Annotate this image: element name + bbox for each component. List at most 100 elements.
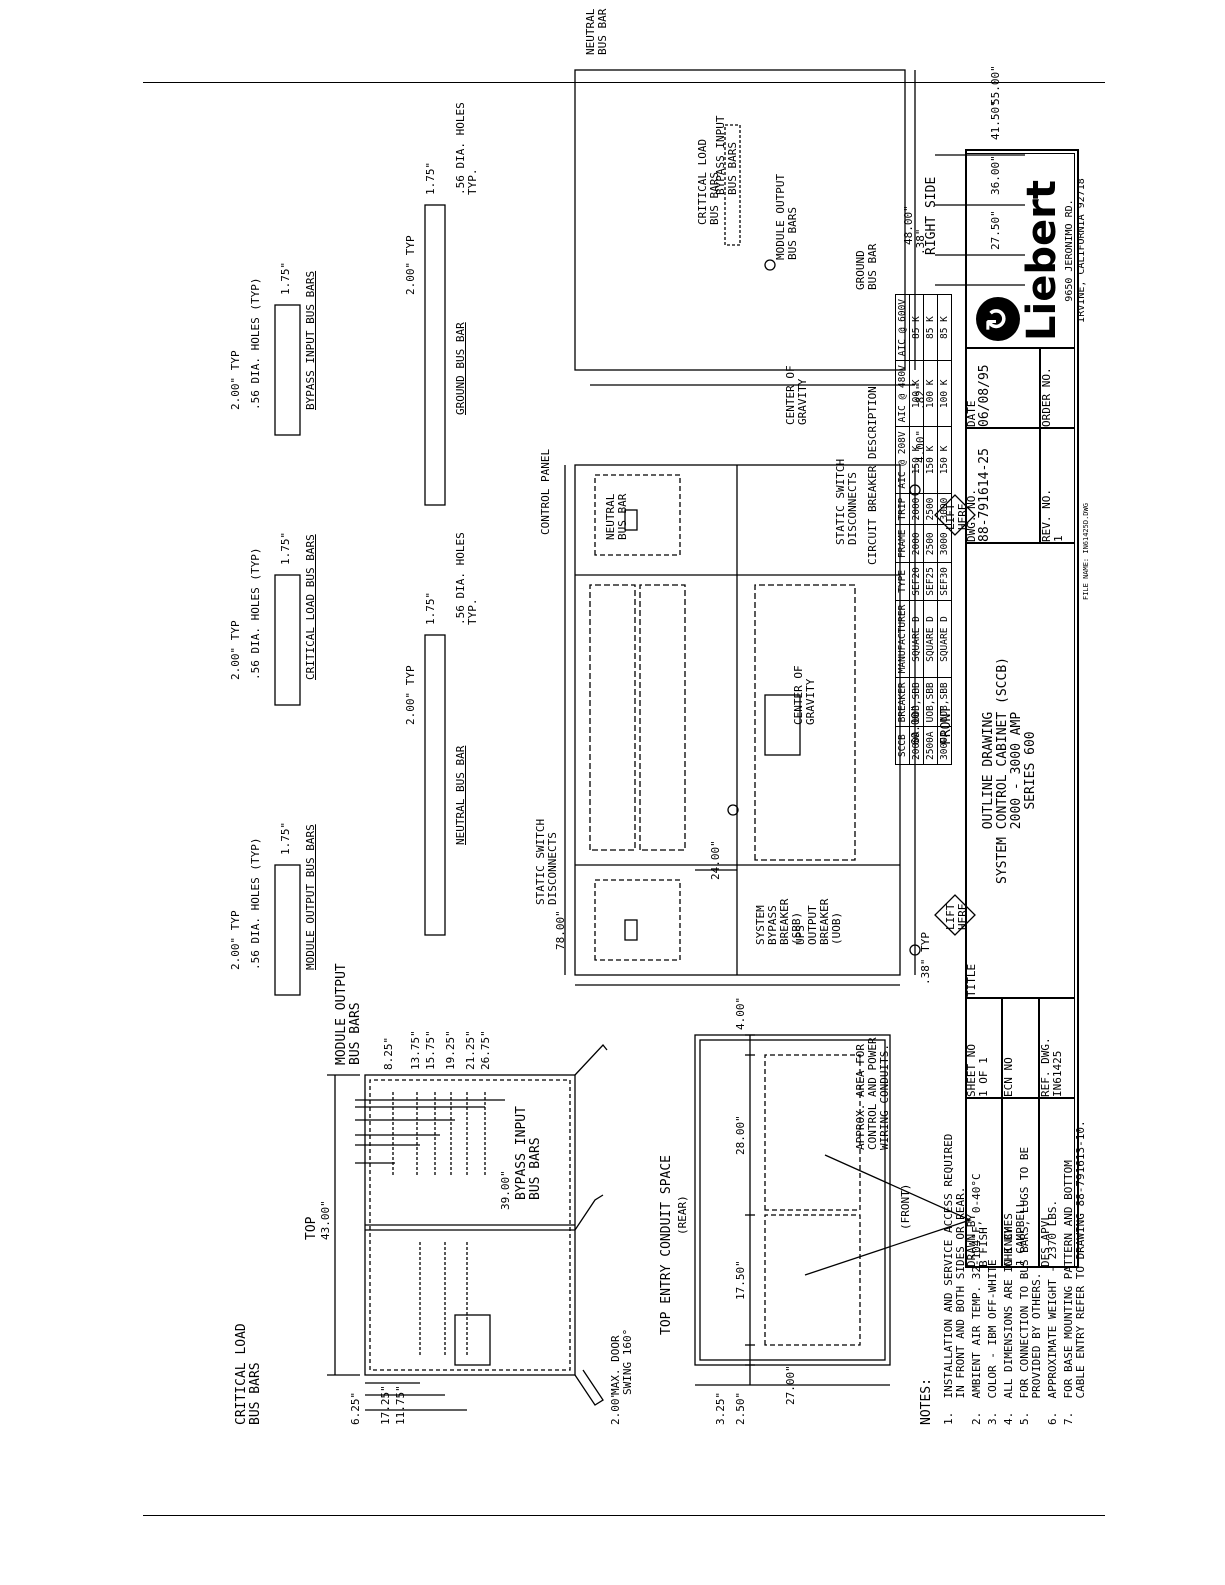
dim-11-75: 11.75" — [394, 1385, 407, 1425]
detail-ground-typ: 2.00" TYP — [404, 235, 417, 295]
conduit-front: (FRONT) — [899, 1183, 912, 1230]
th-trip: TRIP — [895, 493, 910, 525]
table-cell: SEF30 — [937, 562, 952, 601]
dim-6-25: 6.25" — [349, 1391, 362, 1425]
table-cell: 2500A — [923, 726, 938, 765]
th-type: TYPE — [895, 562, 910, 601]
des-label: DES APVL — [1039, 1214, 1052, 1267]
page-rule-bottom — [143, 1515, 1105, 1516]
detail-ground-w: 1.75" — [424, 161, 437, 195]
date-value: 06/08/95 — [977, 364, 992, 427]
cell-order: ORDER NO. — [1040, 348, 1075, 428]
dim-78-00: 78.00" — [554, 910, 567, 950]
detail-critical-load: CRITICAL LOAD BUS BARS — [304, 534, 317, 680]
detail-neutral-holes: .56 DIA. HOLES TYP. — [454, 532, 479, 625]
table-cell: UOB,SBB — [937, 677, 952, 727]
th-aic-208: AIC @ 208V — [895, 426, 910, 494]
dim-17-25: 17.25" — [379, 1385, 392, 1425]
table-cell: 150 K — [923, 426, 938, 494]
dim-4-00: 4.00" — [734, 996, 747, 1030]
table-cell: 3000 — [937, 524, 952, 563]
table-cell: SEF20 — [909, 562, 924, 601]
dim-19-25: 19.25" — [444, 1030, 457, 1070]
module-output-label: MODULE OUTPUT BUS BARS — [334, 963, 363, 1065]
order-label: ORDER NO. — [1040, 367, 1053, 427]
th-aic-600: AIC @ 600V — [895, 294, 910, 361]
company-name: Liebert — [1019, 180, 1065, 341]
conduit-area-label: APPROX. AREA FOR CONTROL AND POWER WIRIN… — [854, 1037, 891, 1150]
dim-21-25: 21.25" — [464, 1030, 477, 1070]
drawn-by-value: B FISH — [977, 1227, 990, 1267]
cell-drawn-by: DRAWN BY B FISH — [965, 1098, 1002, 1268]
rev-value: 1 — [1052, 535, 1065, 542]
breaker-table-wrap: CIRCUIT BREAKER DESCRIPTION SCCB BREAKER… — [866, 294, 952, 765]
detail-module-typ: 2.00" TYP — [229, 910, 242, 970]
dim-24-00: 24.00" — [709, 840, 722, 880]
uob-label: UPS OUTPUT BREAKER (UOB) — [794, 898, 843, 945]
detail-neutral-typ: 2.00" TYP — [404, 665, 417, 725]
table-cell: 85 K — [909, 294, 924, 361]
table-row: 2500A UOB,SBB SQUARE D SEF25 2500 2500 1… — [923, 294, 938, 765]
dim-2-00: 2.00" — [609, 1391, 622, 1425]
dim-48-00: 48.00" — [902, 205, 915, 245]
rs-neutral-bus: NEUTRAL BUS BAR — [584, 8, 609, 55]
dim-2-50: 2.50" — [734, 1391, 747, 1425]
table-cell: SQUARE D — [937, 600, 952, 678]
conduit-view-linework — [694, 1034, 972, 1386]
cell-des: DES APVL — [1039, 1098, 1075, 1268]
company-logo: ↻Liebert — [966, 154, 1065, 347]
bypass-input-label: BYPASS INPUT BUS BARS — [514, 1106, 543, 1200]
outline-drawing: TOP 43.00" 17.25" 11.75" 6.25" 2.00" 8.2… — [155, 5, 1087, 1425]
detail-ground: GROUND BUS BAR — [454, 322, 467, 415]
breaker-table: SCCB BREAKER MANUFACTURER TYPE FRAME TRI… — [895, 294, 952, 765]
table-cell: 85 K — [923, 294, 938, 361]
sheet-value: 1 OF 1 — [977, 1057, 990, 1097]
right-side-linework — [574, 69, 1025, 386]
table-cell: 150 K — [909, 426, 924, 494]
dwg-value: 88-791614-25 — [977, 448, 992, 542]
note-1: 1. INSTALLATION AND SERVICE ACCESS REQUI… — [942, 1133, 967, 1425]
front-center-gravity: CENTER OF GRAVITY — [792, 665, 817, 725]
dim-41-50: 41.50" — [989, 100, 1002, 140]
table-cell: 150 K — [937, 426, 952, 494]
th-aic-480: AIC @ 480V — [895, 360, 910, 427]
note-3: 3. COLOR - IBM OFF-WHITE — [986, 1259, 999, 1425]
notes-heading: NOTES: — [919, 1378, 934, 1425]
table-row: 2000A UOB,SBB SQUARE D SEF20 2000 2000 1… — [909, 294, 924, 765]
cell-date: DATE 06/08/95 — [965, 348, 1040, 428]
dim-27-00: 27.00" — [784, 1365, 797, 1405]
rs-critical-load: CRITICAL LOAD BUS BARS — [696, 138, 721, 225]
dim-17-50: 17.50" — [734, 1260, 747, 1300]
th-sccb: SCCB — [895, 726, 910, 765]
detail-critical-typ: 2.00" TYP — [229, 620, 242, 680]
table-cell: 2500 — [923, 524, 938, 563]
static-switch-1: STATIC SWITCH DISCONNECTS — [534, 818, 559, 905]
detail-module-output: MODULE OUTPUT BUS BARS — [304, 824, 317, 970]
table-cell: 100 K — [923, 360, 938, 427]
critical-load-label: CRITICAL LOAD BUS BARS — [234, 1323, 263, 1425]
table-cell: UOB,SBB — [909, 677, 924, 727]
chk-value: J CAMPBELL — [1014, 1200, 1027, 1267]
detail-module-holes: .56 DIA. HOLES (TYP) — [249, 837, 262, 970]
detail-neutral: NEUTRAL BUS BAR — [454, 745, 467, 845]
page-rule-top — [143, 82, 1105, 83]
table-cell: 85 K — [937, 294, 952, 361]
dim-26-75: 26.75" — [479, 1030, 492, 1070]
rs-center-gravity: CENTER OF GRAVITY — [784, 365, 809, 425]
title-block: DRAWN BY B FISH SHEET NO 1 OF 1 CHK BY J… — [965, 149, 1087, 1268]
dim-39-00: 39.00" — [499, 1170, 512, 1210]
th-breaker: BREAKER — [895, 677, 910, 727]
detail-neutral-w: 1.75" — [424, 591, 437, 625]
front-view-linework — [564, 464, 976, 986]
ecn-label: ECN NO — [1002, 1057, 1015, 1097]
table-cell: 2000 — [909, 524, 924, 563]
table-cell: 3000A — [937, 726, 952, 765]
cell-chk: CHK BY J CAMPBELL — [1002, 1098, 1039, 1268]
detail-bypass-w: 1.75" — [279, 261, 292, 295]
table-cell: 2000A — [909, 726, 924, 765]
cell-ref: REF. DWG. IN61425 — [1039, 998, 1075, 1098]
table-cell: 3000 — [937, 493, 952, 525]
detail-critical-w: 1.75" — [279, 531, 292, 565]
rs-module-output: MODULE OUTPUT BUS BARS — [774, 173, 799, 260]
